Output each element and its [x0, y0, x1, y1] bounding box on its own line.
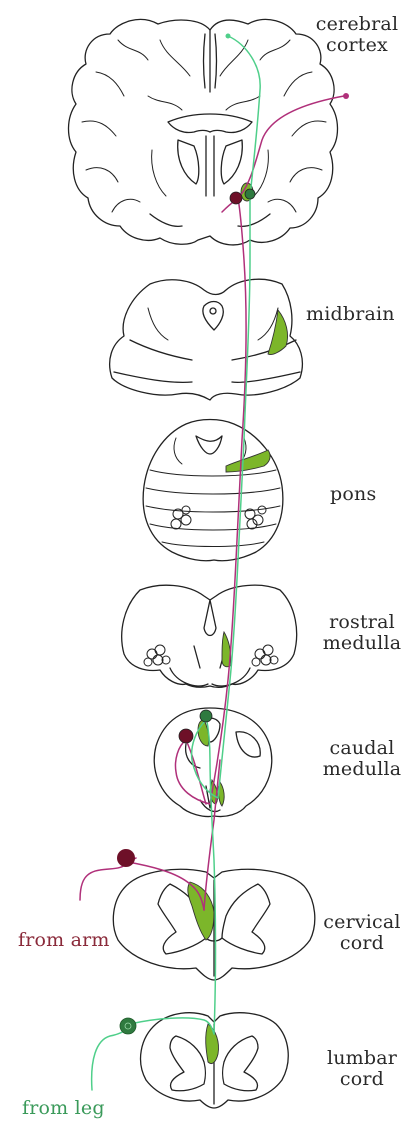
label-cerebral-cortex-line2: cortex — [312, 35, 402, 56]
cuneate-relay-cell — [179, 729, 193, 743]
thalamic-leg-cell — [245, 189, 255, 199]
label-from-arm: from arm — [18, 930, 110, 951]
label-rostral-medulla-line1: rostral — [318, 612, 406, 633]
label-cerebral-cortex: cerebral cortex — [312, 14, 402, 56]
label-caudal-medulla-line2: medulla — [318, 759, 406, 780]
label-pons: pons — [330, 484, 376, 505]
label-lumbar-cord: lumbar cord — [322, 1048, 402, 1090]
label-lumbar-cord-line2: cord — [322, 1069, 402, 1090]
label-cervical-cord-line1: cervical — [318, 912, 406, 933]
caudal-medulla-section — [154, 708, 271, 817]
label-caudal-medulla-line1: caudal — [318, 738, 406, 759]
label-midbrain: midbrain — [306, 304, 395, 325]
pons-section — [143, 420, 283, 561]
rostral-medulla-section — [122, 585, 297, 687]
midbrain-section — [110, 279, 303, 400]
label-cervical-cord-line2: cord — [318, 933, 406, 954]
label-cervical-cord: cervical cord — [318, 912, 406, 954]
label-cerebral-cortex-line1: cerebral — [312, 14, 402, 35]
label-rostral-medulla: rostral medulla — [318, 612, 406, 654]
label-rostral-medulla-line2: medulla — [318, 633, 406, 654]
label-caudal-medulla: caudal medulla — [318, 738, 406, 780]
thalamic-arm-cell — [230, 192, 242, 204]
arm-cortex-terminal — [343, 93, 349, 99]
arm-cell-body — [117, 849, 135, 867]
label-from-leg: from leg — [22, 1098, 105, 1119]
label-lumbar-cord-line1: lumbar — [322, 1048, 402, 1069]
leg-cell-body — [120, 1018, 136, 1034]
leg-cortex-terminal — [226, 34, 231, 39]
gracile-relay-cell — [200, 710, 212, 722]
cerebral-cortex-section — [69, 19, 338, 244]
